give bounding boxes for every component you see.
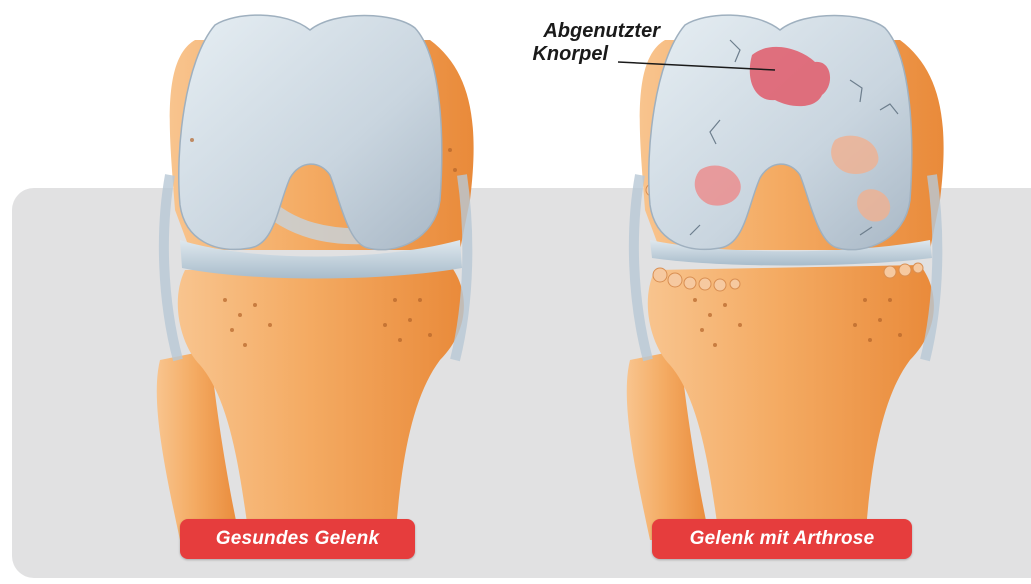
annotation-line-1: Abgenutzter: [520, 20, 660, 43]
worn-cartilage-annotation: Abgenutzter Knorpel: [520, 20, 660, 66]
annotation-line-2: Knorpel: [520, 43, 660, 66]
healthy-joint-label: Gesundes Gelenk: [180, 519, 415, 559]
arthrosis-knee: [627, 15, 944, 545]
healthy-knee: [157, 15, 474, 545]
arthrosis-joint-label: Gelenk mit Arthrose: [652, 519, 912, 559]
